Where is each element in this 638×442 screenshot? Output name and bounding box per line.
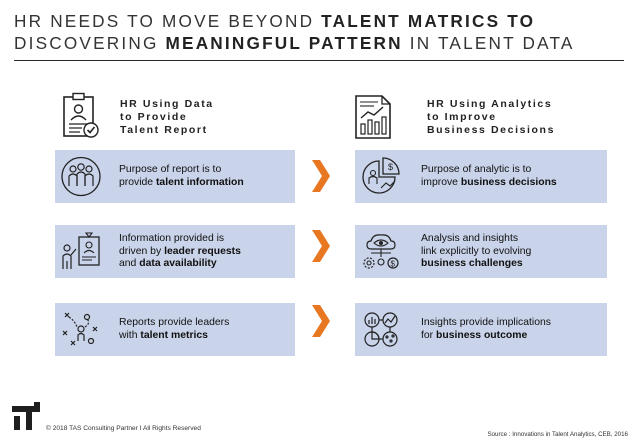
svg-text:$: $ — [388, 162, 393, 172]
text-line: Reports provide leaders — [119, 317, 230, 328]
text-line: Information provided is — [119, 233, 225, 244]
clipboard-profile-check-icon — [63, 92, 99, 138]
text-line: with talent metrics — [119, 330, 229, 343]
right-row-2-box: $ Analysis and insights link explicitly … — [355, 225, 607, 278]
right-row-1-text: Purpose of analytic is to improve busine… — [421, 164, 557, 189]
text-line: business challenges — [421, 258, 531, 271]
svg-text:$: $ — [391, 260, 396, 269]
text-line: improve business decisions — [421, 177, 557, 190]
left-heading-line: to Provide — [120, 111, 188, 123]
cloud-eye-insight-icon: $ — [363, 234, 399, 269]
team-people-icon — [61, 156, 101, 197]
right-row-3-text: Insights provide implications for busine… — [421, 317, 551, 342]
text-bold: business challenges — [421, 258, 523, 270]
title-divider — [14, 60, 624, 61]
page-title: HR NEEDS TO MOVE BEYOND TALENT MATRICS T… — [14, 10, 626, 54]
text-plain: improve — [421, 176, 461, 188]
left-heading-line: Talent Report — [120, 124, 208, 136]
title-line2-plain2: IN TALENT DATA — [402, 33, 575, 53]
text-line: and data availability — [119, 258, 241, 271]
text-bold: talent information — [155, 176, 244, 188]
right-heading-line: HR Using Analytics — [427, 98, 553, 110]
left-row-3-text: Reports provide leaders with talent metr… — [119, 317, 229, 342]
chevron-right-icon — [312, 305, 330, 337]
text-plain: for — [421, 329, 437, 341]
text-line: Analysis and insights — [421, 233, 519, 244]
text-bold: leader requests — [164, 245, 241, 257]
chevron-right-icon — [312, 230, 330, 262]
chevron-right-icon — [312, 160, 330, 192]
left-column-heading: HR Using Data to Provide Talent Report — [120, 98, 214, 137]
company-logo-icon — [12, 402, 40, 430]
right-column-heading: HR Using Analytics to Improve Business D… — [427, 98, 555, 137]
report-chart-icon — [355, 95, 391, 139]
right-row-2-text: Analysis and insights link explicitly to… — [421, 233, 531, 271]
source-text: Source : Innovations in Talent Analytics… — [487, 431, 628, 438]
copyright-text: © 2018 TAS Consulting Partner I All Righ… — [46, 425, 201, 432]
text-line: Insights provide implications — [421, 317, 551, 328]
title-line2-bold: MEANINGFUL PATTERN — [165, 33, 403, 53]
left-row-2-text: Information provided is driven by leader… — [119, 233, 241, 271]
pie-chart-money-icon: $ — [362, 157, 400, 194]
leader-id-card-icon — [62, 232, 100, 269]
text-plain: provide — [119, 176, 156, 188]
text-line: provide talent information — [119, 177, 244, 190]
analytics-dashboard-icon — [364, 312, 398, 347]
title-line2-plain1: DISCOVERING — [14, 33, 166, 53]
text-line: Purpose of analytic is to — [421, 164, 532, 175]
left-row-1-text: Purpose of report is to provide talent i… — [119, 164, 244, 189]
title-line-2: DISCOVERING MEANINGFUL PATTERN IN TALENT… — [14, 32, 626, 54]
right-row-1-box: $ Purpose of analytic is to improve busi… — [355, 150, 607, 203]
title-line1-bold: TALENT MATRICS TO — [321, 11, 536, 31]
text-line: driven by leader requests — [119, 246, 241, 259]
left-row-1-box: Purpose of report is to provide talent i… — [55, 150, 295, 203]
text-bold: business decisions — [460, 176, 557, 188]
text-line: link explicitly to evolving — [421, 245, 532, 257]
text-plain: driven by — [119, 245, 165, 257]
text-plain: with — [119, 329, 141, 341]
left-row-2-box: Information provided is driven by leader… — [55, 225, 295, 278]
title-line1-plain: HR NEEDS TO MOVE BEYOND — [14, 11, 322, 31]
left-row-3-box: Reports provide leaders with talent metr… — [55, 303, 295, 356]
text-bold: business outcome — [436, 329, 528, 341]
right-heading-line: to Improve — [427, 111, 497, 123]
text-line: for business outcome — [421, 330, 551, 343]
right-heading-line: Business Decisions — [427, 124, 556, 136]
title-line-1: HR NEEDS TO MOVE BEYOND TALENT MATRICS T… — [14, 10, 626, 32]
strategy-play-icon — [62, 312, 98, 346]
text-bold: talent metrics — [140, 329, 208, 341]
text-bold: data availability — [139, 258, 217, 270]
left-heading-line: HR Using Data — [120, 98, 214, 110]
text-plain: and — [119, 258, 140, 270]
right-row-3-box: Insights provide implications for busine… — [355, 303, 607, 356]
text-line: Purpose of report is to — [119, 164, 222, 175]
